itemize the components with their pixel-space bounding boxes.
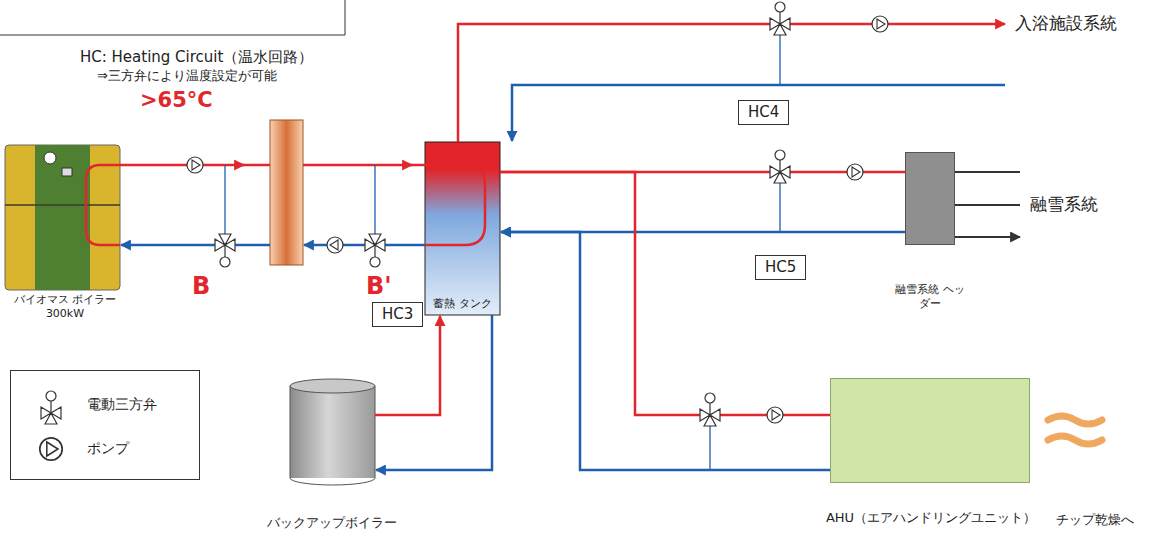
storage-tank-body bbox=[425, 142, 500, 315]
circuit-tag: HC5 bbox=[755, 255, 806, 280]
legend-title: HC: Heating Circuit（温水回路） bbox=[80, 48, 313, 66]
pipe-lines bbox=[955, 172, 1020, 237]
note-text: ⇒三方弁により温度設定が可能 bbox=[97, 68, 277, 84]
node-label: 300kW bbox=[5, 307, 125, 321]
air-handling-unit: AHU（エアハンドリングユニット） bbox=[815, 378, 1047, 526]
biomass-boiler: バイオマス ボイラー300kW bbox=[5, 145, 125, 321]
pipe-lines bbox=[121, 244, 270, 247]
bypass-lines bbox=[374, 165, 375, 245]
valve-symbol bbox=[41, 391, 61, 424]
three-way-valve bbox=[770, 150, 790, 183]
pump-symbol bbox=[29, 429, 73, 469]
node-shape bbox=[830, 378, 1030, 483]
biomass-boiler-illustration bbox=[5, 204, 120, 206]
biomass-boiler-illustration bbox=[5, 145, 120, 290]
node-shape: 蓄熱 タンク bbox=[425, 142, 500, 315]
pump-symbol bbox=[187, 157, 203, 173]
pipe-lines bbox=[303, 164, 412, 167]
pipe-connector bbox=[501, 232, 830, 470]
legend-text: 電動三方弁 bbox=[87, 396, 157, 414]
biomass-boiler-illustration bbox=[5, 145, 120, 290]
frame-line bbox=[0, 0, 345, 35]
node-label: バイオマス ボイラー bbox=[5, 293, 125, 307]
node-label: HC5 bbox=[765, 258, 796, 277]
header-box: 融雪系統 ヘッダー bbox=[895, 152, 965, 311]
pipe-lines bbox=[425, 165, 485, 245]
node-label: 蓄熱 タンク bbox=[427, 297, 498, 311]
node-label: AHU（エアハンドリングユニット） bbox=[815, 510, 1047, 526]
destination-label: 入浴施設系統 bbox=[1015, 13, 1117, 33]
node-shape bbox=[905, 152, 955, 245]
legend-box: 電動三方弁ポンプ bbox=[10, 370, 200, 480]
storage-tank: 蓄熱 タンク bbox=[425, 142, 500, 315]
backup-boiler-cylinder bbox=[290, 386, 375, 485]
valve-symbol bbox=[29, 385, 73, 425]
legend-row: 電動三方弁 bbox=[29, 383, 199, 427]
pipe-lines bbox=[458, 24, 1005, 142]
three-way-valve bbox=[215, 234, 235, 267]
backup-boiler-cylinder bbox=[290, 379, 375, 393]
node-shape bbox=[5, 145, 120, 290]
pipe-lines bbox=[410, 164, 425, 167]
chip-drying-air bbox=[1048, 416, 1102, 444]
node-label: バックアップボイラー bbox=[262, 515, 402, 531]
biomass-boiler-illustration bbox=[44, 152, 56, 164]
pump-symbol bbox=[40, 438, 62, 460]
chip-drying-air bbox=[1048, 416, 1102, 424]
pipe-lines bbox=[240, 164, 270, 167]
biomass-boiler-illustration bbox=[35, 145, 90, 290]
temperature-label: >65°C bbox=[140, 88, 213, 113]
circuit-tag: HC3 bbox=[372, 302, 423, 327]
pipe-connector bbox=[376, 315, 492, 470]
pump-symbol bbox=[847, 164, 863, 180]
three-way-valve bbox=[365, 234, 385, 267]
bypass-lines bbox=[225, 24, 780, 470]
legend-text: ポンプ bbox=[87, 440, 129, 458]
three-way-valve bbox=[770, 2, 790, 35]
node-shape bbox=[290, 378, 375, 485]
destination-label: チップ乾燥へ bbox=[1056, 512, 1134, 528]
pipe-lines bbox=[512, 85, 1005, 141]
heat-exchanger bbox=[270, 120, 303, 265]
valve-label: B bbox=[192, 272, 210, 301]
valve-label: B' bbox=[366, 272, 392, 301]
biomass-boiler-illustration bbox=[62, 168, 72, 176]
pump-symbol bbox=[872, 16, 888, 32]
pipe-connector bbox=[500, 172, 830, 415]
destination-label: 融雪系統 bbox=[1030, 194, 1098, 214]
backup-boiler: バックアップボイラー bbox=[262, 378, 402, 531]
chip-drying-air bbox=[1048, 436, 1102, 444]
pump-symbol bbox=[327, 237, 343, 253]
bypass-lines bbox=[224, 165, 225, 245]
node-label: HC4 bbox=[748, 103, 779, 122]
three-way-valve bbox=[700, 393, 720, 426]
pipe-connector bbox=[375, 316, 440, 415]
pump-symbol bbox=[767, 407, 783, 423]
circuit-tag: HC4 bbox=[738, 100, 789, 125]
pump-symbol bbox=[187, 16, 888, 423]
backup-boiler-cylinder bbox=[290, 386, 375, 478]
node-label: 融雪系統 ヘッダー bbox=[895, 283, 965, 311]
backup-boiler-cylinder bbox=[290, 379, 375, 485]
legend-row: ポンプ bbox=[29, 427, 199, 471]
node-label: HC3 bbox=[382, 305, 413, 324]
pipe-lines bbox=[86, 165, 120, 245]
